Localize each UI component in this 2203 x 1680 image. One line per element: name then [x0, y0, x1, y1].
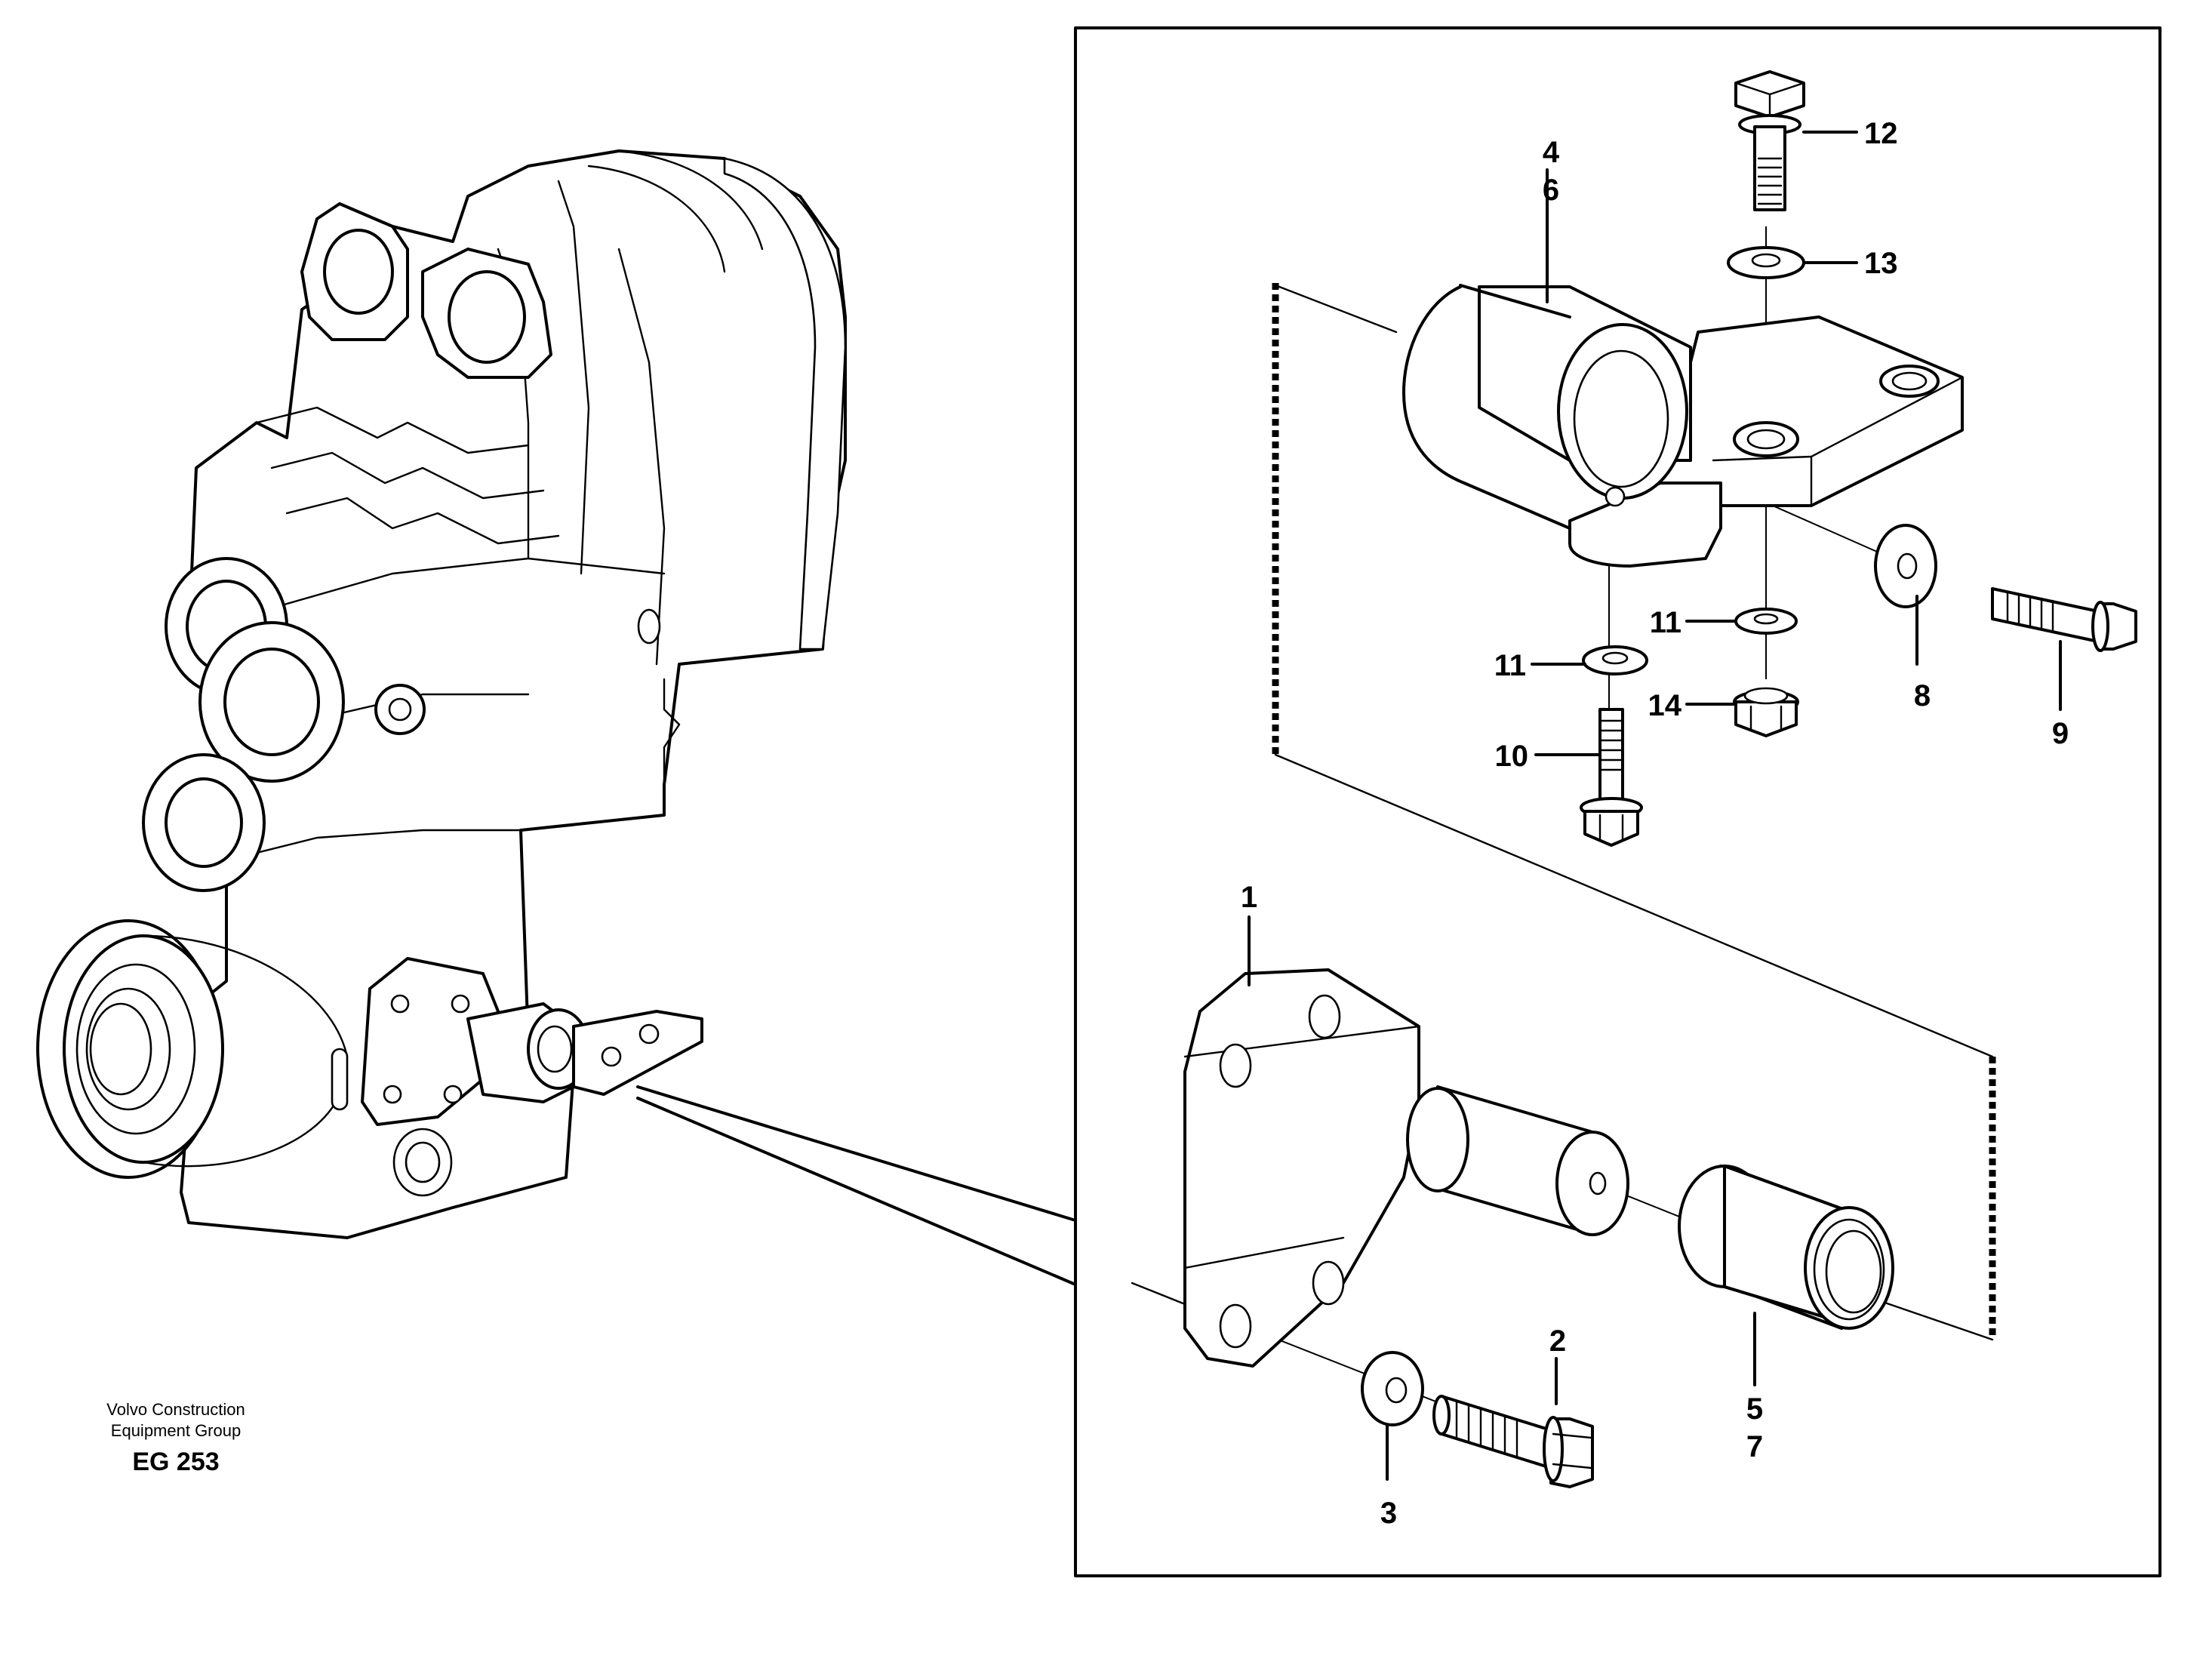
brand-block: Volvo Construction Equipment Group EG 25…: [106, 1400, 245, 1476]
bracket-tube-4-6: [1402, 284, 1964, 568]
detail-frame: [1074, 26, 2161, 1577]
callout-14: 14: [1648, 689, 1682, 722]
callout-11-left: 11: [1494, 649, 1526, 682]
washer-3: [1361, 1351, 1424, 1426]
callout-6: 6: [1543, 174, 1559, 207]
middle-shaft-boss: [198, 621, 345, 783]
washer-11-right: [1734, 608, 1798, 635]
nut-14: [1733, 687, 1799, 737]
mount-plate-1: [1183, 968, 1629, 1368]
transmission-housing: [36, 149, 847, 1239]
zoom-line-lower: [636, 1097, 1077, 1286]
washer-8: [1874, 524, 1937, 608]
callout-12: 12: [1864, 117, 1898, 150]
bolt-12: [1734, 70, 1805, 211]
brand-line-1: Volvo Construction: [106, 1400, 245, 1419]
installed-mount-bracket: [361, 957, 703, 1126]
washer-13: [1727, 246, 1805, 279]
brand-line-2: Equipment Group: [111, 1421, 241, 1440]
callout-2: 2: [1549, 1325, 1566, 1358]
callout-leaders: [1248, 131, 2062, 1481]
zoom-line-upper: [636, 1085, 1077, 1222]
callout-7: 7: [1746, 1430, 1763, 1463]
lower-shaft-boss: [142, 753, 266, 892]
callout-9: 9: [2052, 717, 2069, 750]
callout-5: 5: [1746, 1392, 1763, 1426]
callout-8: 8: [1914, 679, 1931, 712]
callout-10: 10: [1495, 740, 1529, 773]
callout-3: 3: [1380, 1497, 1397, 1530]
bolt-2: [1432, 1395, 1594, 1488]
callout-11-right: 11: [1650, 606, 1681, 639]
callout-1: 1: [1241, 881, 1257, 914]
drawing-code: EG 253: [132, 1448, 219, 1476]
washer-11-left: [1582, 645, 1648, 675]
bolt-9: [1991, 587, 2137, 652]
bolt-10: [1580, 708, 1643, 847]
callout-13: 13: [1864, 247, 1898, 280]
bushing-5-7: [1678, 1165, 1894, 1330]
callout-labels: 1 2 3 4 6 5 7 8 9 10 11 11 12 13 14: [1241, 117, 2069, 1530]
callout-4: 4: [1543, 136, 1560, 169]
